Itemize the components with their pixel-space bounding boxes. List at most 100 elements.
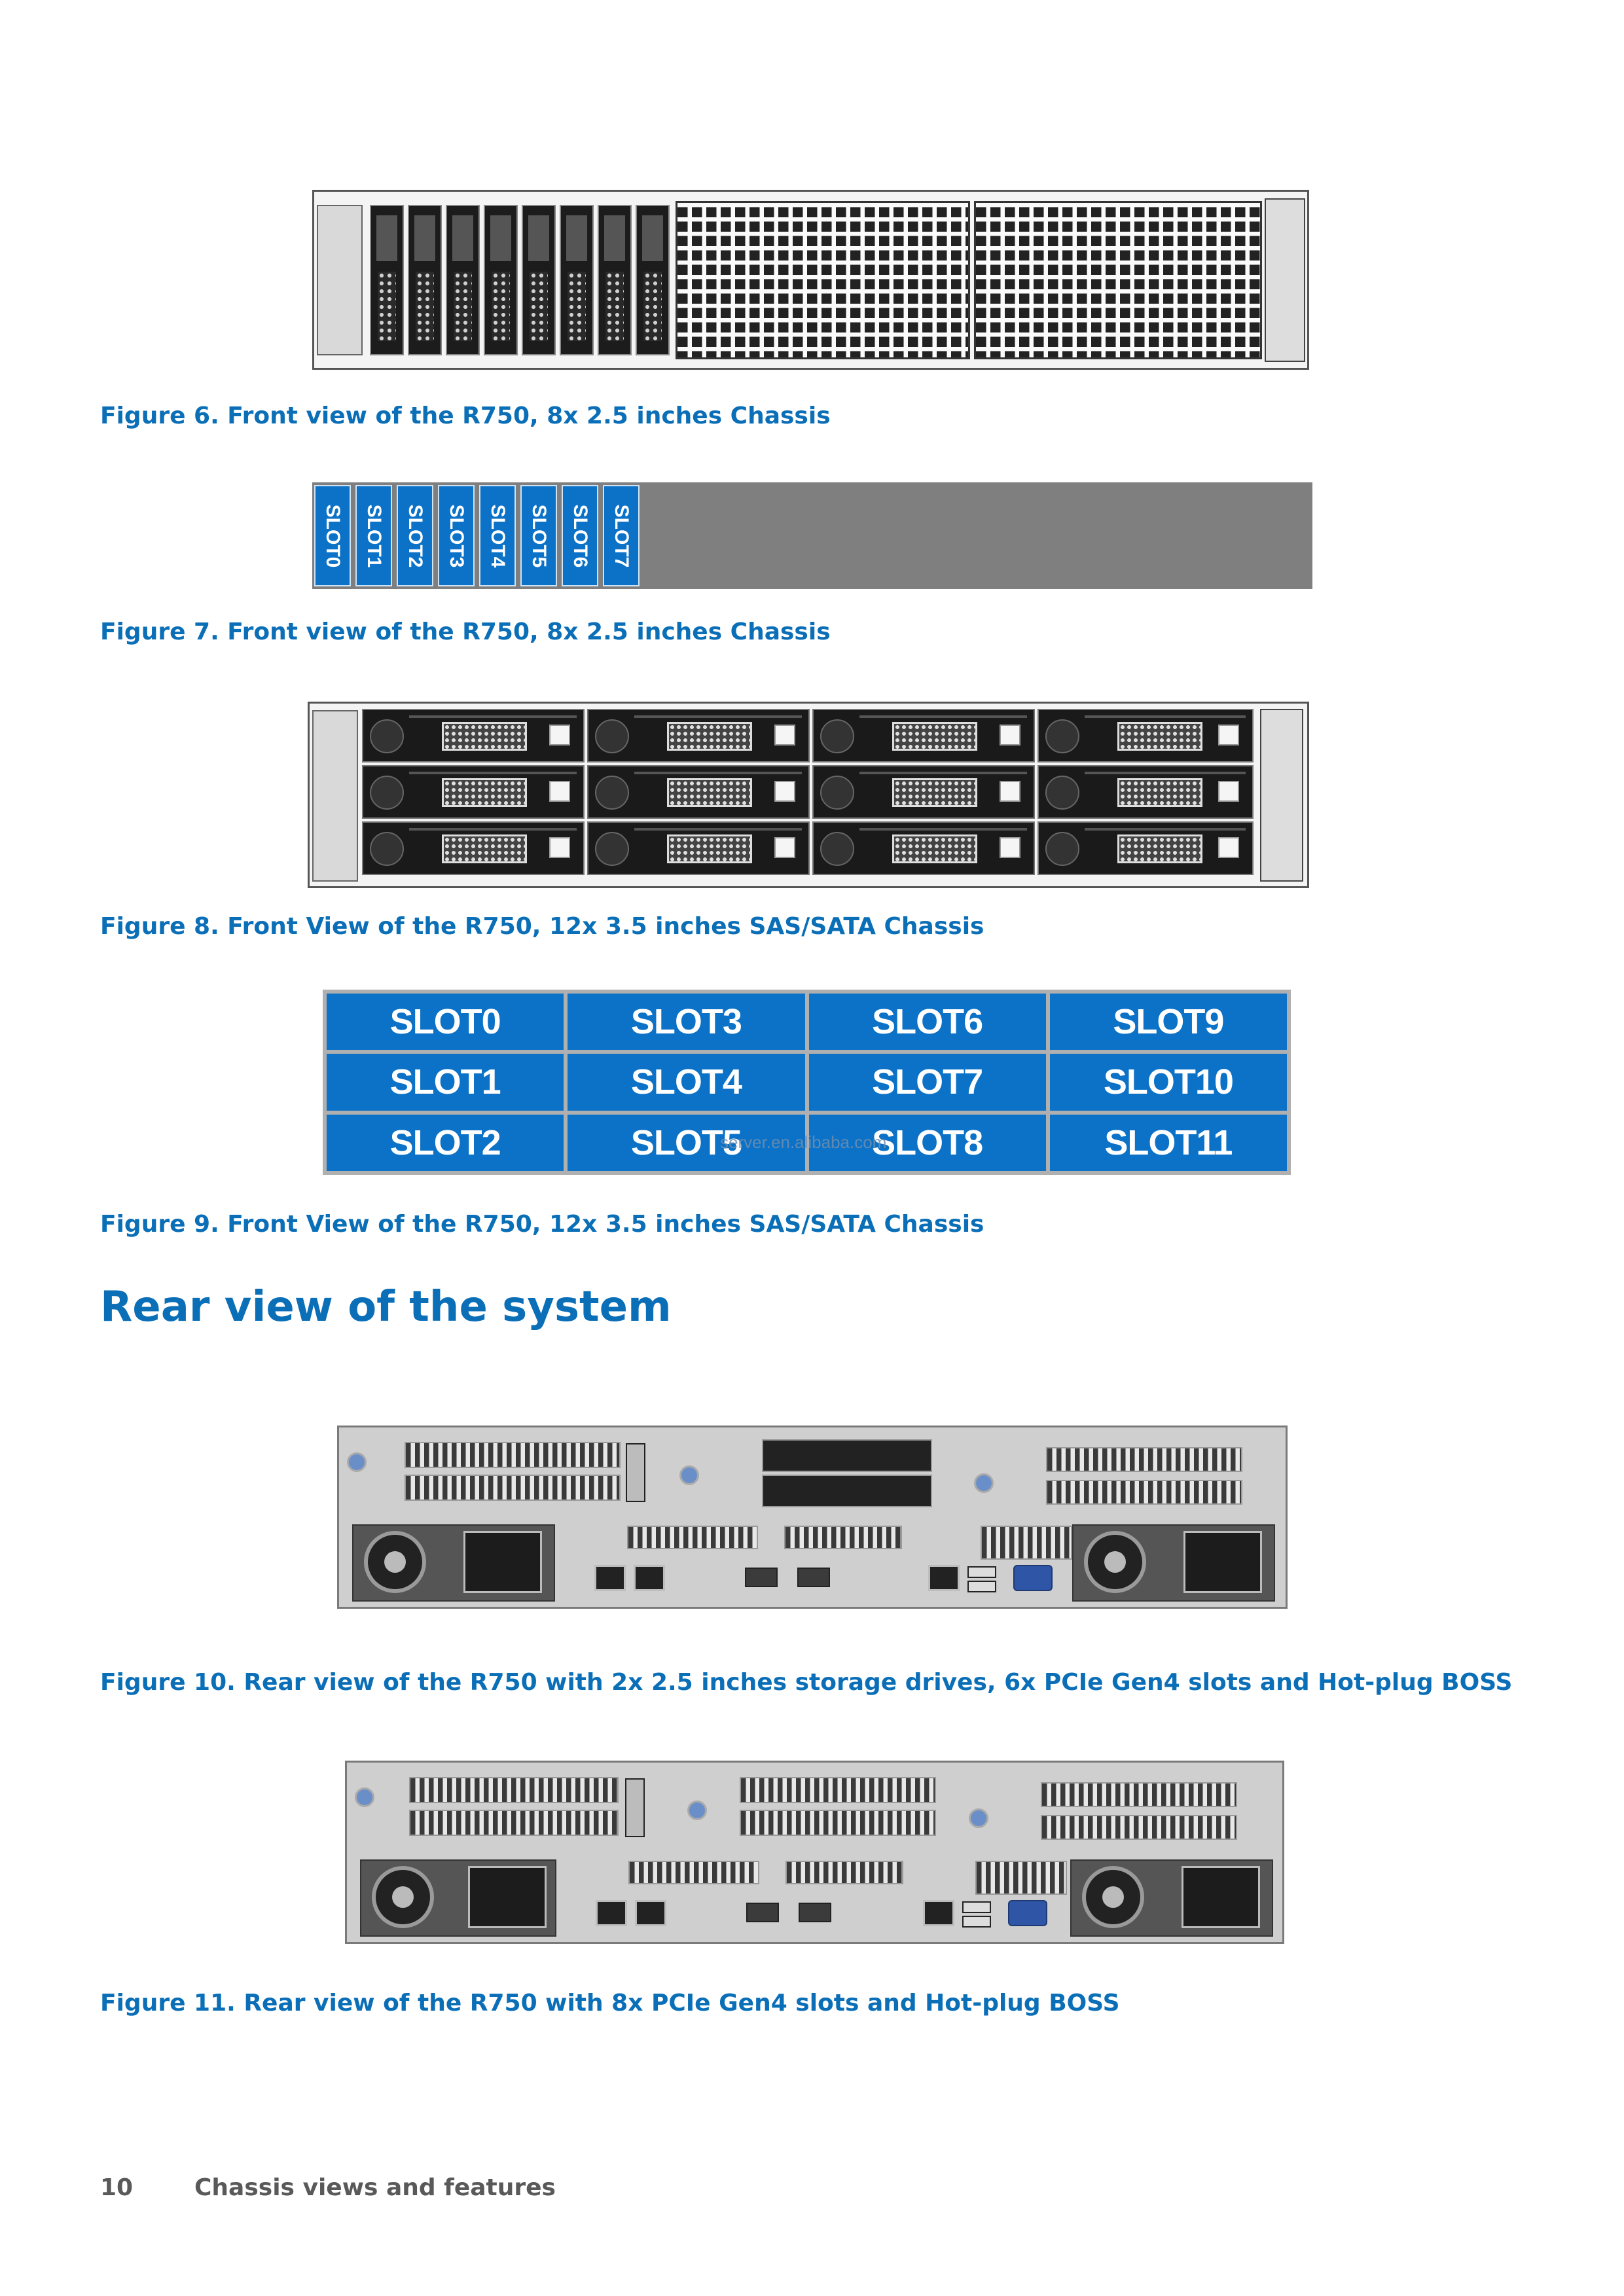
figure-caption: Figure 10. Rear view of the R750 with 2x… xyxy=(100,1669,1513,1696)
fig11-rear-chassis-image xyxy=(345,1761,1284,1944)
vga-port-icon xyxy=(1013,1565,1053,1591)
ocp-port xyxy=(745,1568,778,1587)
pcie-slot xyxy=(405,1475,621,1501)
psu-handle xyxy=(468,1866,547,1928)
drive-bay xyxy=(362,765,585,819)
ethernet-port-icon xyxy=(634,1565,665,1591)
usb-port-icon xyxy=(967,1581,996,1592)
slot-label: SLOT3 xyxy=(438,485,475,586)
footer-section-title: Chassis views and features xyxy=(194,2174,556,2201)
pcie-slot xyxy=(740,1810,936,1836)
riser-thumbscrew xyxy=(687,1801,707,1820)
drive-bay xyxy=(1038,765,1254,819)
pcie-slot xyxy=(975,1861,1067,1895)
usb-port-icon xyxy=(962,1901,991,1913)
figure-caption: Figure 11. Rear view of the R750 with 8x… xyxy=(100,1990,1120,2017)
pcie-slot xyxy=(1046,1480,1242,1505)
idrac-port-icon xyxy=(928,1565,960,1591)
figure-caption: Figure 9. Front View of the R750, 12x 3.… xyxy=(100,1211,984,1238)
ocp-port xyxy=(799,1903,831,1922)
slot-label: SLOT9 xyxy=(1049,994,1287,1050)
drive-bay xyxy=(446,205,480,355)
ethernet-port-icon xyxy=(596,1900,627,1926)
drive-bay xyxy=(812,821,1035,875)
riser-thumbscrew xyxy=(969,1808,988,1828)
rear-drive-bay xyxy=(762,1439,932,1472)
riser-thumbscrew xyxy=(679,1465,699,1485)
left-rack-ear xyxy=(312,710,358,882)
drive-bay xyxy=(1038,821,1254,875)
slot-label: SLOT6 xyxy=(562,485,598,586)
slot-label: SLOT10 xyxy=(1049,1054,1287,1111)
usb-port-icon xyxy=(967,1566,996,1578)
slot-label: SLOT1 xyxy=(355,485,392,586)
id-button xyxy=(625,1778,645,1837)
slot-label: SLOT0 xyxy=(314,485,351,586)
psu-handle xyxy=(1183,1531,1262,1593)
drive-bay xyxy=(522,205,556,355)
psu-fan-icon xyxy=(372,1866,434,1928)
drive-bay xyxy=(636,205,670,355)
riser-thumbscrew xyxy=(355,1787,374,1807)
page-number: 10 xyxy=(100,2174,134,2201)
figure-caption: Figure 6. Front view of the R750, 8x 2.5… xyxy=(100,403,831,429)
pcie-slot xyxy=(409,1810,619,1836)
pcie-slot xyxy=(1041,1782,1237,1807)
drive-bay xyxy=(812,709,1035,762)
slot-label: SLOT7 xyxy=(603,485,640,586)
vga-port-icon xyxy=(1008,1900,1047,1926)
pcie-slot xyxy=(1041,1815,1237,1840)
pcie-slot xyxy=(981,1526,1072,1560)
drive-bay xyxy=(1038,709,1254,762)
front-grille xyxy=(974,201,1262,359)
slot-label: SLOT4 xyxy=(568,1054,805,1111)
fig10-rear-chassis-image xyxy=(337,1426,1288,1609)
slot-label: SLOT3 xyxy=(568,994,805,1050)
pcie-slot xyxy=(628,1861,759,1884)
slot-label: SLOT5 xyxy=(520,485,557,586)
usb-port-icon xyxy=(962,1916,991,1928)
drive-bay xyxy=(812,765,1035,819)
fig9-slot-diagram: SLOT0 SLOT3 SLOT6 SLOT9 SLOT1 SLOT4 SLOT… xyxy=(323,990,1291,1175)
ethernet-port-icon xyxy=(635,1900,666,1926)
drive-bay xyxy=(587,709,810,762)
riser-thumbscrew xyxy=(347,1452,367,1472)
slot-label: SLOT1 xyxy=(327,1054,564,1111)
ocp-port xyxy=(746,1903,779,1922)
fig6-front-chassis-image xyxy=(312,190,1309,370)
left-rack-ear xyxy=(317,205,363,355)
psu-handle xyxy=(463,1531,542,1593)
pcie-slot xyxy=(409,1777,619,1803)
rear-drive-bay xyxy=(762,1475,932,1507)
slot-label: SLOT8 xyxy=(808,1114,1046,1171)
fig8-front-chassis-image xyxy=(308,702,1309,888)
drive-bay xyxy=(587,765,810,819)
figure-caption: Figure 8. Front View of the R750, 12x 3.… xyxy=(100,913,984,940)
slot-label: SLOT11 xyxy=(1049,1114,1287,1171)
pcie-slot xyxy=(740,1777,936,1803)
drive-bay xyxy=(560,205,594,355)
psu-fan-icon xyxy=(364,1531,426,1593)
idrac-port-icon xyxy=(923,1900,954,1926)
drive-bay xyxy=(370,205,404,355)
slot-label: SLOT6 xyxy=(808,994,1046,1050)
drive-bay xyxy=(362,709,585,762)
right-control-panel xyxy=(1260,709,1303,882)
front-grille xyxy=(676,201,970,359)
psu-handle xyxy=(1182,1866,1260,1928)
psu-fan-icon xyxy=(1082,1866,1144,1928)
ethernet-port-icon xyxy=(594,1565,626,1591)
slot-label: SLOT2 xyxy=(397,485,433,586)
pcie-slot xyxy=(784,1526,902,1549)
ocp-port xyxy=(797,1568,830,1587)
slot-label: SLOT5 xyxy=(568,1114,805,1171)
slot-label: SLOT2 xyxy=(327,1114,564,1171)
psu-fan-icon xyxy=(1084,1531,1146,1593)
id-button xyxy=(626,1443,645,1502)
pcie-slot xyxy=(405,1442,621,1468)
drive-bay xyxy=(598,205,632,355)
drive-bay xyxy=(484,205,518,355)
pcie-slot xyxy=(1046,1447,1242,1472)
watermark-text: server.en.alibaba.com xyxy=(720,1132,887,1152)
section-heading: Rear view of the system xyxy=(100,1283,672,1331)
